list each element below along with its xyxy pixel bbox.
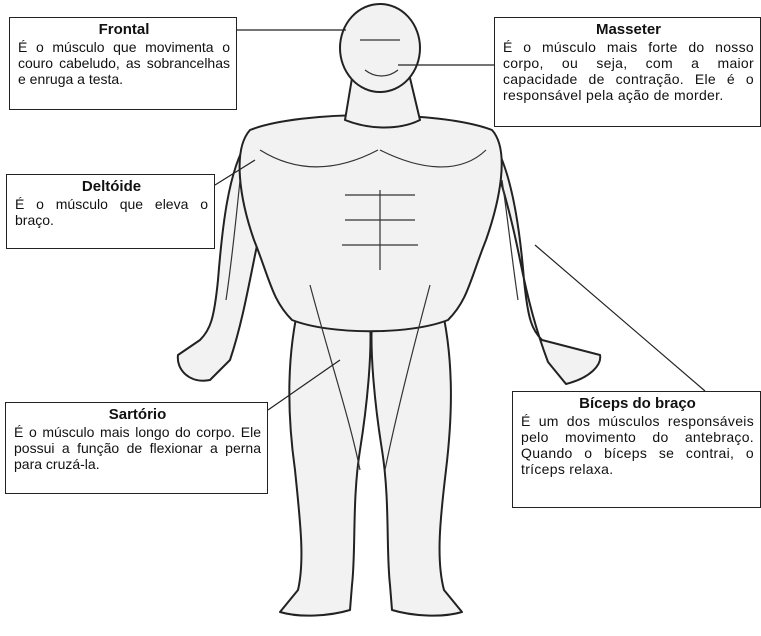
callout-text: É o músculo mais longo do corpo. Ele pos… (14, 424, 261, 472)
callout-title: Masseter (503, 21, 754, 38)
callout-title: Deltóide (15, 178, 208, 195)
callout-frontal: Frontal É o músculo que movimenta o cour… (9, 17, 237, 110)
callout-text: É o músculo mais forte do nosso corpo, o… (503, 39, 754, 103)
callout-text: É o músculo que movimenta o couro cabelu… (18, 39, 230, 87)
right-leg (371, 300, 462, 616)
torso (240, 115, 502, 331)
callout-deltoide: Deltóide É o músculo que eleva o braço. (6, 174, 215, 249)
callout-title: Frontal (18, 21, 230, 38)
callout-text: É o músculo que eleva o braço. (15, 196, 208, 228)
head (340, 4, 420, 92)
callout-masseter: Masseter É o músculo mais forte do nosso… (494, 17, 761, 127)
callout-title: Sartório (14, 406, 261, 423)
callout-title: Bíceps do braço (521, 395, 754, 412)
callout-biceps: Bíceps do braço É um dos músculos respon… (512, 391, 761, 508)
callout-sartorio: Sartório É o músculo mais longo do corpo… (5, 402, 268, 494)
right-arm (492, 140, 600, 384)
callout-text: É um dos músculos responsáveis pelo movi… (521, 413, 754, 477)
